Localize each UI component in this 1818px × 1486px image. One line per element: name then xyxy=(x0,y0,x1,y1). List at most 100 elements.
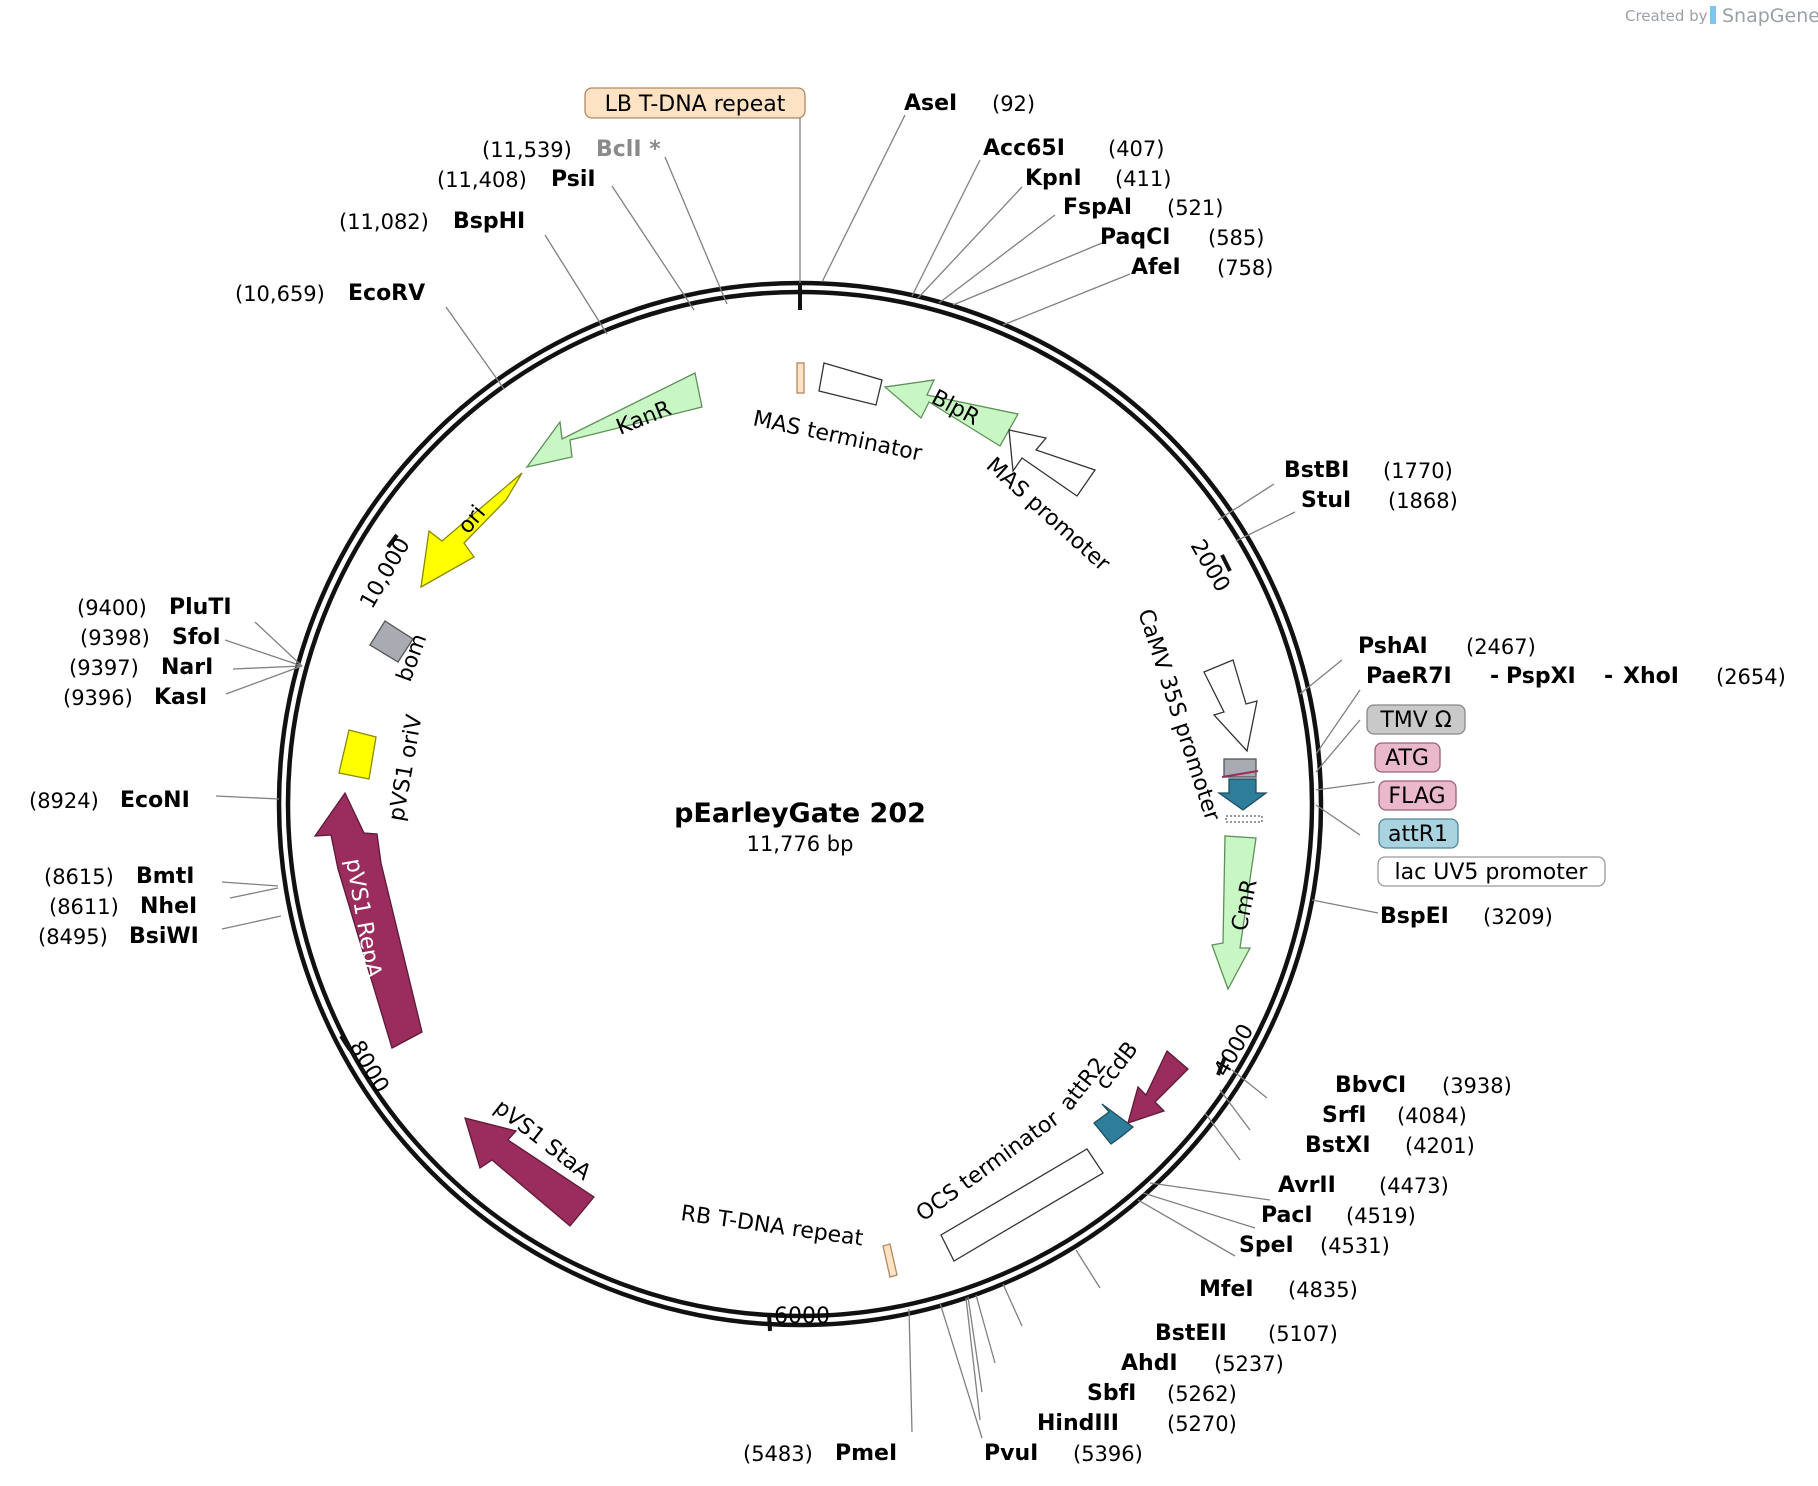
site-acc65i[interactable]: Acc65I xyxy=(983,136,1065,161)
atg-text: ATG xyxy=(1385,746,1429,771)
feature-lb-tdna-repeat[interactable] xyxy=(796,362,805,394)
feature-rb-tdna-repeat[interactable] xyxy=(882,1243,898,1278)
site-hindiii-position: (5270) xyxy=(1167,1412,1237,1436)
site-xhoi[interactable]: XhoI xyxy=(1623,664,1679,689)
lb-tdna-repeat-tag[interactable]: LB T-DNA repeat xyxy=(584,87,806,119)
site-kpni[interactable]: KpnI xyxy=(1025,166,1082,191)
feature-rb-tdna-repeat-label: RB T-DNA repeat xyxy=(679,1201,865,1251)
feature-pvs1-staa[interactable] xyxy=(464,1117,595,1227)
site-bbvci-position: (3938) xyxy=(1442,1074,1512,1098)
site-paci[interactable]: PacI xyxy=(1261,1203,1313,1228)
feature-camv-35s-promoter[interactable] xyxy=(1203,659,1258,753)
site-afei-position: (758) xyxy=(1217,256,1273,280)
site-bsteii[interactable]: BstEII xyxy=(1155,1321,1227,1346)
feature-pvs1-oriv-label: pVS1 oriV xyxy=(384,713,427,823)
site-bsiwi-position: (8495) xyxy=(38,925,108,949)
feature-attr2[interactable] xyxy=(1093,1103,1135,1145)
site-mfei[interactable]: MfeI xyxy=(1199,1277,1254,1302)
atg-tag[interactable]: ATG xyxy=(1374,742,1441,773)
site-bstbi-position: (1770) xyxy=(1383,459,1453,483)
site-pluti-position: (9400) xyxy=(77,596,147,620)
tick-mark-2000 xyxy=(1220,554,1232,572)
site-sbfi[interactable]: SbfI xyxy=(1087,1381,1136,1406)
tick-mark-8000 xyxy=(339,1034,352,1052)
flag-tag[interactable]: FLAG xyxy=(1378,780,1457,811)
feature-ccdb[interactable] xyxy=(1127,1049,1189,1125)
feature-blpr[interactable] xyxy=(883,379,1020,447)
site-bsphi[interactable]: BspHI xyxy=(453,209,525,234)
feature-bom[interactable] xyxy=(369,620,414,663)
feature-cmr[interactable] xyxy=(1211,835,1257,991)
feature-kanr[interactable] xyxy=(525,372,703,469)
feature-mas-promoter[interactable] xyxy=(1008,429,1097,497)
site-paqci[interactable]: PaqCI xyxy=(1100,225,1170,250)
site-psii[interactable]: PsiI xyxy=(551,167,596,192)
site-pluti[interactable]: PluTI xyxy=(169,595,232,620)
site-ecorv[interactable]: EcoRV xyxy=(348,281,425,306)
site-nhei[interactable]: NheI xyxy=(140,894,197,919)
tick-mark-10000 xyxy=(386,533,399,549)
site-srfi[interactable]: SrfI xyxy=(1322,1103,1366,1128)
site-sfoi[interactable]: SfoI xyxy=(172,625,221,650)
site-psii-position: (11,408) xyxy=(437,168,527,192)
lac-uv5-promoter-tag[interactable]: lac UV5 promoter xyxy=(1377,856,1606,887)
tick-mark-6000 xyxy=(767,1312,772,1332)
site-bspei-position: (3209) xyxy=(1483,905,1553,929)
atg-box xyxy=(1374,742,1441,773)
site-pspxi[interactable]: PspXI xyxy=(1506,664,1576,689)
flag-text: FLAG xyxy=(1388,784,1445,809)
site-afei[interactable]: AfeI xyxy=(1131,255,1181,280)
tmv-omega-tag[interactable]: TMV Ω xyxy=(1366,704,1466,735)
site-pvui[interactable]: PvuI xyxy=(984,1441,1038,1466)
site-acc65i-position: (407) xyxy=(1108,137,1164,161)
lb-tdna-repeat-box xyxy=(584,87,806,119)
tick-label-6000: 6000 xyxy=(774,1304,830,1329)
site-bbvci[interactable]: BbvCI xyxy=(1335,1073,1406,1098)
lb-tdna-repeat-text: LB T-DNA repeat xyxy=(605,92,786,117)
site-spei[interactable]: SpeI xyxy=(1239,1233,1294,1258)
plasmid-length: 11,776 bp xyxy=(747,832,854,856)
site-ahdi[interactable]: AhdI xyxy=(1121,1351,1178,1376)
site-bcli[interactable]: BclI * xyxy=(596,137,661,162)
site-stui[interactable]: StuI xyxy=(1301,488,1351,513)
site-kasi[interactable]: KasI xyxy=(154,685,207,710)
feature-mas-terminator[interactable] xyxy=(818,362,883,406)
site-sfoi-position: (9398) xyxy=(80,626,150,650)
site-sbfi-position: (5262) xyxy=(1167,1382,1237,1406)
site-bstxi-position: (4201) xyxy=(1405,1134,1475,1158)
attr1-box xyxy=(1378,818,1459,849)
site-asei[interactable]: AseI xyxy=(904,91,957,116)
site-xhoi-dash: - xyxy=(1604,664,1613,689)
site-hindiii[interactable]: HindIII xyxy=(1037,1411,1119,1436)
tmv-omega-text: TMV Ω xyxy=(1379,708,1451,733)
site-econi[interactable]: EcoNI xyxy=(120,788,190,813)
attr1-text: attR1 xyxy=(1388,822,1448,847)
site-avrii[interactable]: AvrII xyxy=(1278,1173,1336,1198)
feature-camv-35s-promoter-label: CaMV 35S promoter xyxy=(1132,606,1224,825)
site-pshai[interactable]: PshAI xyxy=(1358,634,1428,659)
site-bstxi[interactable]: BstXI xyxy=(1305,1133,1371,1158)
site-pmei[interactable]: PmeI xyxy=(835,1441,897,1466)
site-paci-position: (4519) xyxy=(1346,1204,1416,1228)
feature-pvs1-repa[interactable] xyxy=(313,791,423,1049)
site-bcli-position: (11,539) xyxy=(482,138,572,162)
site-bsteii-position: (5107) xyxy=(1268,1322,1338,1346)
feature-flag[interactable] xyxy=(1216,778,1268,811)
site-ahdi-position: (5237) xyxy=(1214,1352,1284,1376)
site-paer7i[interactable]: PaeR7I xyxy=(1366,664,1452,689)
feature-pvs1-oriv[interactable] xyxy=(338,729,377,780)
site-spei-position: (4531) xyxy=(1320,1234,1390,1258)
site-fspai[interactable]: FspAI xyxy=(1063,195,1132,220)
site-bmti[interactable]: BmtI xyxy=(136,864,194,889)
site-bsiwi[interactable]: BsiWI xyxy=(129,924,199,949)
feature-ocs-terminator[interactable] xyxy=(940,1148,1104,1262)
feature-attr1[interactable] xyxy=(1225,815,1263,823)
site-bstbi[interactable]: BstBI xyxy=(1284,458,1349,483)
site-mfei-position: (4835) xyxy=(1288,1278,1358,1302)
site-bspei[interactable]: BspEI xyxy=(1380,904,1449,929)
site-nari[interactable]: NarI xyxy=(161,655,213,680)
feature-ori[interactable] xyxy=(420,472,523,589)
attr1-tag[interactable]: attR1 xyxy=(1378,818,1459,849)
site-stui-position: (1868) xyxy=(1388,489,1458,513)
